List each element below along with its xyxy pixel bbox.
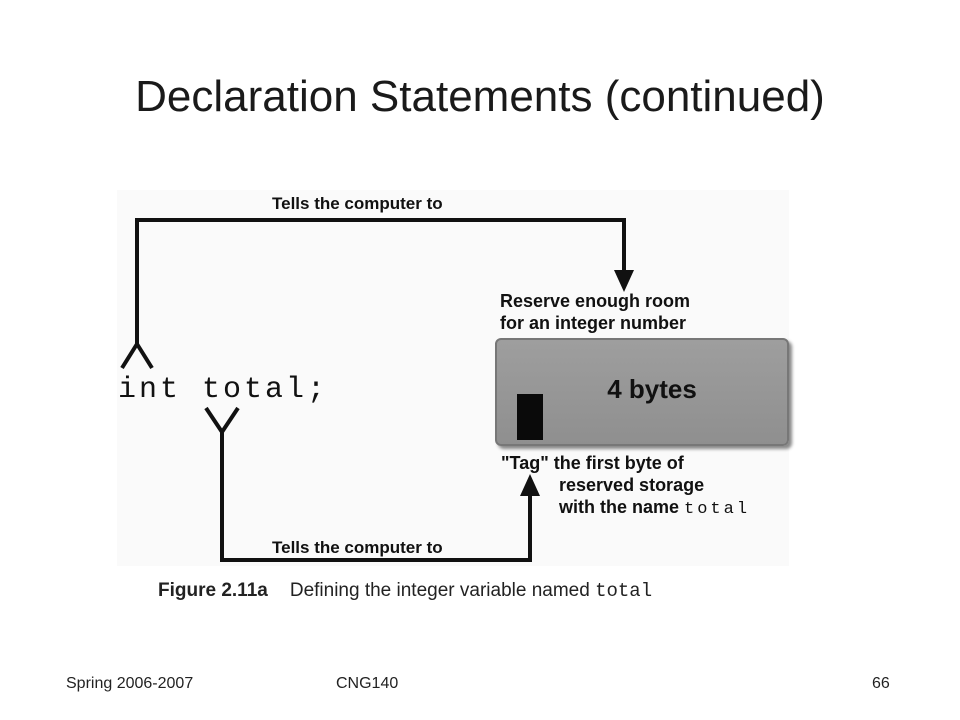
tag-line-1: "Tag" the first byte of bbox=[501, 453, 684, 473]
tag-line-2: reserved storage bbox=[559, 475, 705, 495]
tag-line-3-prefix: with the name bbox=[559, 497, 680, 517]
footer-date: Spring 2006-2007 bbox=[66, 675, 194, 692]
caption-number: Figure 2.11a bbox=[158, 580, 268, 601]
total-fork bbox=[204, 406, 240, 436]
caption-variable: total bbox=[595, 580, 653, 602]
bottom-arrow-head bbox=[520, 474, 540, 496]
reserve-description: Reserve enough room for an integer numbe… bbox=[500, 290, 690, 334]
slide-title: Declaration Statements (continued) bbox=[135, 72, 825, 121]
tag-line-3: with the name total bbox=[501, 496, 750, 521]
reserve-line-2: for an integer number bbox=[500, 313, 687, 333]
tag-line-3-name: total bbox=[684, 500, 751, 519]
bottom-arrow-line bbox=[220, 432, 532, 562]
declaration-statement: int total; bbox=[118, 373, 329, 407]
top-arrow-head bbox=[614, 270, 634, 292]
tag-description: "Tag" the first byte of reserved storage… bbox=[501, 452, 750, 521]
int-fork bbox=[120, 340, 154, 370]
figure-caption: Figure 2.11a Defining the integer variabl… bbox=[158, 580, 652, 602]
memory-block-label: 4 bytes bbox=[607, 374, 697, 404]
first-byte-tag bbox=[517, 394, 543, 440]
caption-text: Defining the integer variable named bbox=[289, 580, 590, 601]
bottom-arrow-label: Tells the computer to bbox=[272, 538, 443, 557]
memory-block: 4 bytes bbox=[495, 338, 789, 446]
top-arrow-line bbox=[135, 218, 626, 344]
reserve-line-1: Reserve enough room bbox=[500, 291, 691, 311]
top-arrow-label: Tells the computer to bbox=[272, 194, 443, 213]
footer-course: CNG140 bbox=[336, 675, 399, 692]
footer-page-number: 66 bbox=[872, 675, 890, 692]
